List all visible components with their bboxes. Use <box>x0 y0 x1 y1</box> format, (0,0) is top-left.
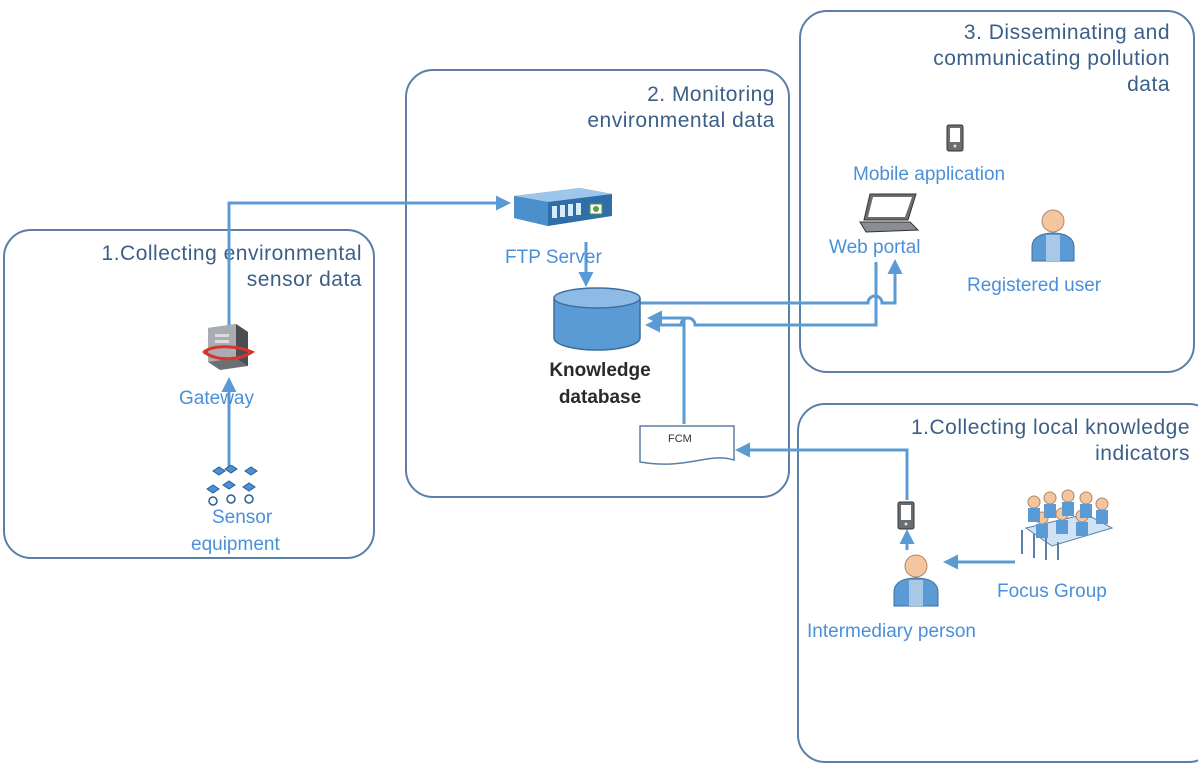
title-line: environmental data <box>587 109 775 132</box>
knowledge-database-label: Knowledge database <box>530 359 670 410</box>
panel-collecting-sensor-data <box>3 229 375 559</box>
arrow-phone-to-fcm <box>735 442 909 500</box>
group-icon <box>1021 489 1114 560</box>
label-line: Knowledge <box>549 360 651 381</box>
ftp-server-icon <box>514 188 612 226</box>
panel-monitoring <box>405 69 790 498</box>
intermediary-person-label: Intermediary person <box>807 621 976 642</box>
fcm-label: FCM <box>668 433 692 445</box>
title-line: indicators <box>1095 442 1190 465</box>
ftp-server-label: FTP Server <box>505 247 602 268</box>
sensor-equipment-icon <box>206 465 258 506</box>
database-icon <box>553 287 641 351</box>
arrow-fcm-to-database <box>647 310 686 424</box>
arrow-gateway-to-ftp <box>227 195 511 340</box>
mobile-application-label: Mobile application <box>853 164 1006 185</box>
title-line: communicating pollution <box>933 47 1170 70</box>
title-line: 1.Collecting environmental <box>101 242 362 265</box>
laptop-icon <box>859 193 920 233</box>
connector-layer <box>221 195 1015 570</box>
title-line: sensor data <box>246 268 362 291</box>
mobile-phone-icon <box>897 501 915 530</box>
panel-title-collecting-local: 1.Collecting local knowledge indicators <box>820 415 1190 467</box>
title-line: 3. Disseminating and <box>963 21 1170 44</box>
panel-disseminating <box>799 10 1195 373</box>
panel-title-monitoring: 2. Monitoring environmental data <box>440 82 775 134</box>
title-line: 1.Collecting local knowledge <box>911 416 1190 439</box>
panel-title-disseminating: 3. Disseminating and communicating pollu… <box>830 20 1170 98</box>
focus-group-label: Focus Group <box>997 581 1107 602</box>
sensor-equipment-label: equipment <box>191 534 280 555</box>
mobile-phone-icon <box>946 124 964 152</box>
sensor-equipment-label: Sensor <box>212 506 272 530</box>
gateway-label: Gateway <box>179 388 254 409</box>
user-icon <box>893 554 939 607</box>
arrow-webportal-to-database <box>645 262 878 333</box>
document-icon <box>639 425 735 465</box>
title-line: data <box>1127 73 1170 96</box>
user-icon <box>1031 209 1075 262</box>
arrow-database-to-webportal <box>640 259 903 305</box>
panel-title-collecting-sensor: 1.Collecting environmental sensor data <box>26 241 362 293</box>
registered-user-label: Registered user <box>967 275 1102 296</box>
label-line: Sensor <box>212 507 273 528</box>
label-line: database <box>558 387 642 408</box>
web-portal-label: Web portal <box>829 237 921 258</box>
gateway-icon <box>202 324 256 370</box>
title-line: 2. Monitoring <box>647 83 775 106</box>
